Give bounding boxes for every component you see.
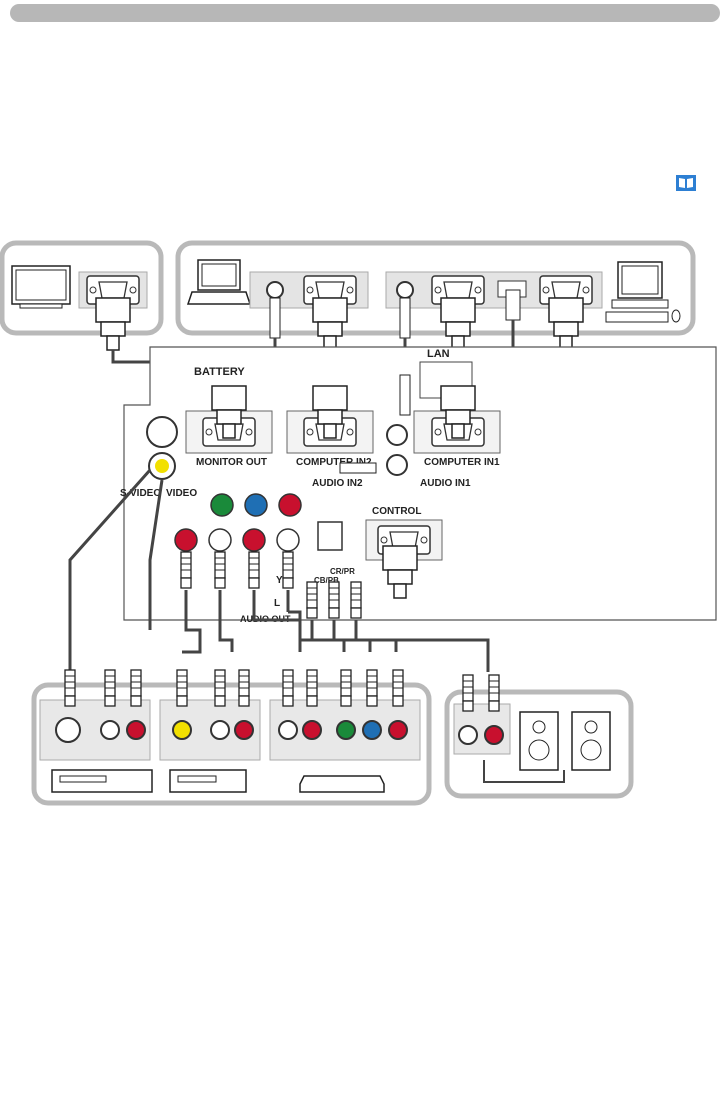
video-devices-frame — [31, 682, 432, 806]
book-icon — [676, 175, 696, 191]
vcr-icon — [51, 769, 153, 793]
speaker-left-icon — [519, 711, 559, 771]
component-player-icon — [299, 775, 385, 793]
audio-in1-label: AUDIO IN1 — [420, 478, 471, 489]
control-label: CONTROL — [372, 506, 421, 517]
l-label: L — [274, 598, 280, 609]
computer-in1-label: COMPUTER IN1 — [424, 457, 500, 468]
battery-label: BATTERY — [194, 366, 245, 378]
desktop-computer-icon — [605, 261, 681, 323]
monitor-out-label: MONITOR OUT — [196, 457, 267, 468]
dvd-player-icon — [169, 769, 247, 793]
video-label: VIDEO — [166, 488, 197, 499]
section-header-bar — [10, 4, 720, 22]
cb-pb-label: CB/PB — [314, 576, 339, 585]
laptop-icon — [186, 259, 252, 305]
computer-group-frame — [175, 240, 696, 336]
monitor-icon — [11, 265, 71, 309]
component-player-ports — [269, 699, 421, 761]
cr-pr-label: CR/PR — [330, 567, 355, 576]
dvd-ports — [159, 699, 261, 761]
audio-in2-label: AUDIO IN2 — [312, 478, 363, 489]
y-label: Y — [276, 575, 283, 586]
computer-in2-label: COMPUTER IN2 — [296, 457, 372, 468]
s-video-label: S-VIDEO — [120, 488, 161, 499]
speaker-right-icon — [571, 711, 611, 771]
audio-devices-frame — [444, 689, 634, 799]
monitor-group-frame — [0, 240, 164, 336]
lan-label: LAN — [427, 348, 450, 360]
vcr-ports — [39, 699, 151, 761]
